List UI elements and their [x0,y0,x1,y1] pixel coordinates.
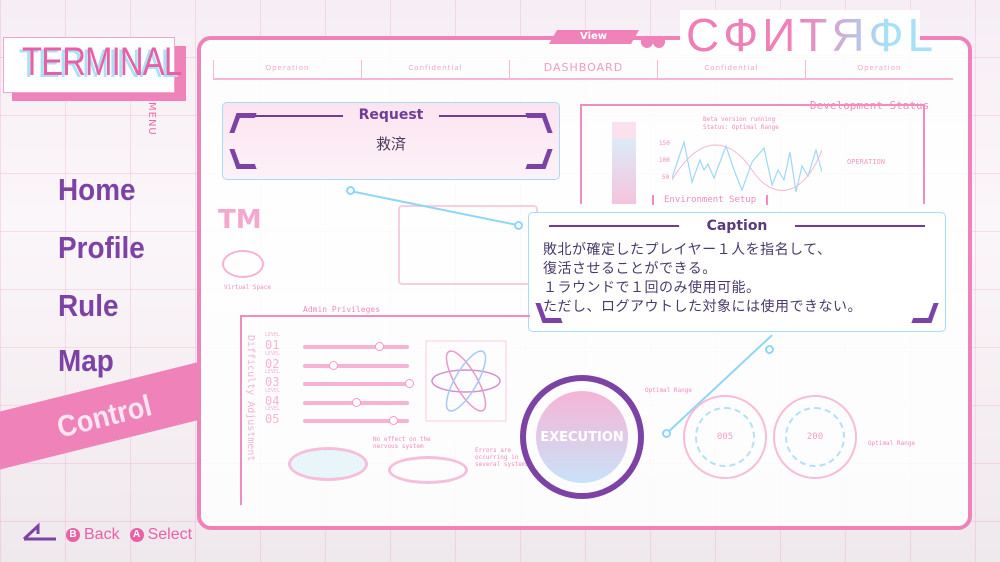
gauge-label: Optimal Range [868,440,915,447]
slider-level-label: LEVEL [265,369,281,375]
slider-level: 05 [265,412,280,426]
terminal-box [3,37,175,93]
dev-level-bar [612,122,636,204]
b-button-icon: B [66,528,80,542]
dev-status-title: Development Status [810,99,930,112]
slider-track[interactable] [303,397,409,407]
dev-waveform-chart [672,139,822,193]
slider-level: 03 [265,375,280,389]
strip-item: Operation [805,60,953,78]
slider-level: 04 [265,393,280,408]
slider-track[interactable] [303,342,409,351]
request-value: 救済 [375,135,406,153]
slider-track[interactable] [303,416,409,425]
request-title: Request [358,107,424,123]
operation-emblem: OPERATION [847,158,885,166]
connector-node [514,221,523,230]
globe-icon [222,250,264,278]
caption-line: １ラウンドで１回のみ使用可能。 [543,280,761,296]
slider-track[interactable] [303,379,414,388]
menu-item-profile[interactable]: Profile [58,230,145,265]
connector-node [662,429,671,438]
back-arrow-icon [22,522,56,541]
terminal-title: TERMINAL [22,40,182,84]
slider-knob[interactable] [352,397,361,407]
execution-button-ring[interactable] [520,375,644,499]
title-backdrop [680,10,920,54]
dashboard-strip: Operation Confidential DASHBOARD Confide… [213,60,953,80]
a-button-icon: A [129,528,144,542]
menu-label: MENU [146,102,157,136]
footer-controls: B Back A Select [66,526,192,544]
request-box: Request 救済 [222,102,560,180]
connector-node [765,345,774,354]
dev-status-line1: Beta version running [703,116,776,123]
view-tag: View [548,30,640,44]
slider-level-label: LEVEL [265,406,281,412]
audio-mixer-panel [398,205,538,285]
note-nervous: No effect on the nervous system [373,436,431,450]
back-button[interactable]: Back [84,526,120,543]
menu-item-rule[interactable]: Rule [58,288,119,323]
slider-level-label: LEVEL [265,350,281,357]
select-button[interactable]: Select [147,526,193,543]
caption-box: Caption 敗北が確定したプレイヤー１人を指名して、 復活させることができる… [528,212,946,332]
chart-tick: 100 [659,157,670,164]
atom-icon [425,340,507,422]
admin-frame [240,315,530,505]
caption-title: Caption [706,218,768,234]
admin-title: Admin Privileges [303,305,381,314]
slider-knob[interactable] [375,342,385,351]
gauge-1: 005 [683,395,767,479]
gauge-value: 200 [806,432,824,442]
slider-level: 01 [265,338,280,352]
chart-tick: 50 [662,174,670,181]
dev-status-frame [580,104,925,204]
gauge-label: Optimal Range [645,387,692,394]
strip-item: Confidential [657,60,805,78]
slider-knob[interactable] [405,379,414,388]
environment-setup-label: Environment Setup [652,195,769,205]
difficulty-label: Difficulty Adjustment [245,335,256,462]
slider-level: 02 [265,356,280,371]
note-errors: Errors are occurring in several systems [475,447,530,468]
ring-platform-icon [388,456,468,484]
dev-status-line2: Status: Optimal Range [703,124,779,131]
ring-platform-icon [288,447,368,481]
gauge-2: 200 [773,395,857,479]
slider-knob[interactable] [328,360,338,370]
gauge-value: 005 [716,432,734,442]
view-tag-label: View [580,31,608,42]
caption-line: ただし、ログアウトした対象には使用できない。 [543,299,862,315]
caption-line: 復活させることができる。 [543,261,717,277]
dots-decoration: ●● [640,31,666,50]
tm-circuit-icon: TM [218,205,262,235]
slider-track[interactable] [303,360,409,370]
caption-line: 敗北が確定したプレイヤー１人を指名して、 [543,242,832,258]
slider-knob[interactable] [389,416,399,425]
slider-level-label: LEVEL [265,387,281,394]
page-title: CФИTЯФL [686,9,938,61]
execution-button[interactable]: EXECUTION [536,391,628,483]
connector-node [346,186,355,195]
strip-item-dashboard: DASHBOARD [509,60,657,78]
menu-item-map[interactable]: Map [58,343,114,378]
chart-tick: 150 [659,140,670,147]
virtual-space-label: Virtual Space [224,284,271,291]
slider-level-label: LEVEL [265,332,281,338]
strip-item: Confidential [361,60,509,78]
strip-item: Operation [213,60,361,78]
menu-item-home[interactable]: Home [58,172,136,207]
